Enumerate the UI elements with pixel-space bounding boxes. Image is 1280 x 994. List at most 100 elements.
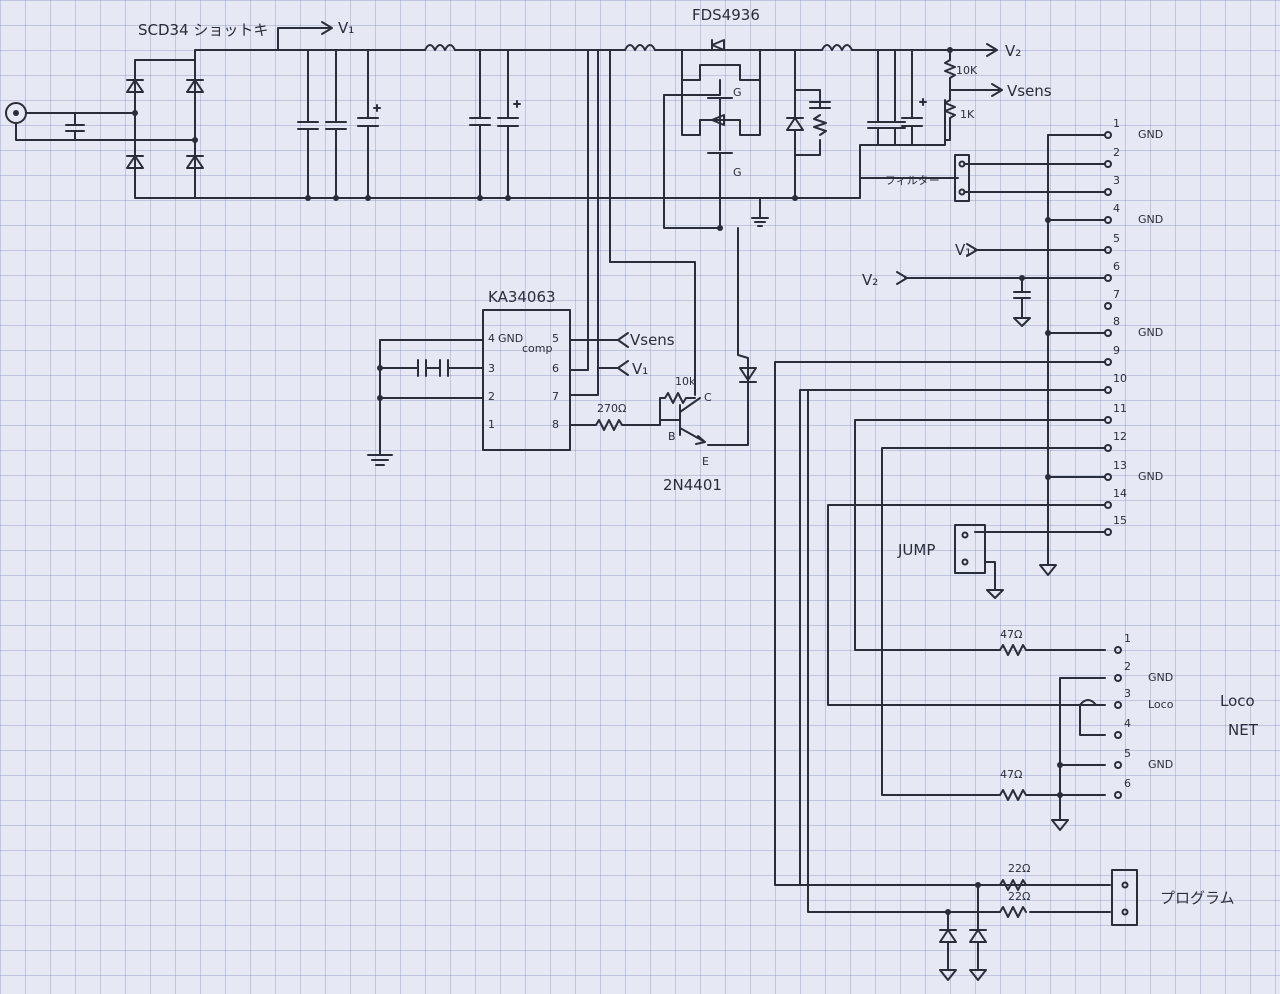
v2-conn-label: V₂ [862,271,878,289]
conn6-pin [1114,701,1122,709]
conn15-pin-number: 9 [1113,344,1120,357]
ic-ka34063 [482,309,571,451]
conn6-pin [1114,791,1122,799]
conn6-pin [1114,761,1122,769]
program-label: プログラム [1160,889,1235,907]
conn6-pin-number: 6 [1124,777,1131,790]
r-10k-top-label: 10K [956,64,978,77]
pin-b-label: B [668,430,676,443]
bridge-rails [134,59,196,199]
conn15-pin [1104,131,1112,139]
ic-pin-8: 8 [552,418,559,431]
conn15-pin-label: GND [1138,470,1163,483]
conn6-pin-number: 4 [1124,717,1131,730]
jump-label: JUMP [897,541,935,559]
r-22-b-label: 22Ω [1008,890,1030,903]
conn15-pin-number: 10 [1113,372,1127,385]
loconet-gnd [1051,677,1106,831]
conn15-pin [1104,188,1112,196]
r-47-b [999,789,1031,801]
top-rail [194,49,683,61]
program-header [1111,869,1138,926]
bottom-rail [194,177,959,199]
conn15-pin-number: 8 [1113,315,1120,328]
ic-pin-3: 3 [488,362,495,375]
ic-ground-wire [367,339,484,466]
gate-g2-label: G [733,166,742,179]
conn6-pin-number: 5 [1124,747,1131,760]
conn15-pin-number: 5 [1113,232,1120,245]
v2-top-label: V₂ [1005,42,1021,60]
line-pin9 [774,361,1111,886]
line-pin12 [881,447,1106,796]
v2-arrow [949,43,998,57]
mosfet-pair [663,39,761,229]
timing-capacitor [379,359,484,377]
conn6-pin-number: 3 [1124,687,1131,700]
gnd-bus [1039,134,1057,576]
r-47-a-label: 47Ω [1000,628,1022,641]
conn6-pin-number: 1 [1124,632,1131,645]
conn6-pin-label: GND [1148,758,1173,771]
transistor-label: 2N4401 [663,476,722,494]
r-22-b [999,906,1027,918]
line-pin14 [827,504,1106,706]
input-capacitor [65,112,85,141]
conn15-pin [1104,302,1112,310]
conn15-pin-number: 2 [1113,146,1120,159]
diode-part-label: SCD34 ショットキ [138,21,268,39]
line-program-b [807,389,1111,913]
ic-pin-5: 5 [552,332,559,345]
input-wires [15,112,196,141]
v1-conn-label: V₁ [955,241,971,259]
ic-pin-1: 1 [488,418,495,431]
v1-in-arrow [597,360,629,376]
conn15-pin-number: 11 [1113,402,1127,415]
mosfet-part-label: FDS4936 [692,6,760,24]
feed-comp-wire [569,49,599,396]
feed-collector-wire [609,49,696,396]
input-jack [5,102,27,124]
conn15-pin-number: 12 [1113,430,1127,443]
ic-vsens-label: Vsens [630,331,675,349]
v2-filter-cap [1013,277,1031,327]
v1-conn-wire [966,243,1106,257]
output-capacitors [859,49,946,179]
feed-v1-wire [569,49,589,371]
feed-drain-wire [707,227,757,446]
vsens-top-label: Vsens [1007,82,1052,100]
ic-v1-label: V₁ [632,360,648,378]
ic-pin-4: 4 [488,332,495,345]
transistor-2n4401 [659,392,706,445]
ic-comp-label: comp [522,342,552,355]
bridge-diodes [126,79,204,169]
r-270-label: 270Ω [597,402,626,415]
conn15-pin-number: 14 [1113,487,1127,500]
conn6-pin-number: 2 [1124,660,1131,673]
voltage-divider [944,49,1003,141]
inductor-2 [624,44,656,51]
conn6-pin-label: Loco [1148,698,1174,711]
conn15-pin-number: 13 [1113,459,1127,472]
gate-g1-label: G [733,86,742,99]
output-diode-snubber [786,49,831,201]
filter-label: フィルター [885,174,940,187]
loconet-bridge [1079,699,1106,736]
conn15-pin-number: 7 [1113,288,1120,301]
pin-c-label: C [704,391,712,404]
conn6-pin-label: GND [1148,671,1173,684]
conn15-pin-label: GND [1138,213,1163,226]
program-protection-diodes [939,882,987,981]
capacitor-bank-1 [297,49,381,201]
conn15-pin-number: 15 [1113,514,1127,527]
conn6-pin [1114,731,1122,739]
gnd-taps [1047,134,1106,478]
loconet-label: Loco [1220,692,1255,710]
conn15-pin [1104,473,1112,481]
ground-symbol-mosfet [751,197,769,227]
conn15-pin [1104,274,1112,282]
conn15-pin-number: 3 [1113,174,1120,187]
jump-header [954,524,1004,599]
